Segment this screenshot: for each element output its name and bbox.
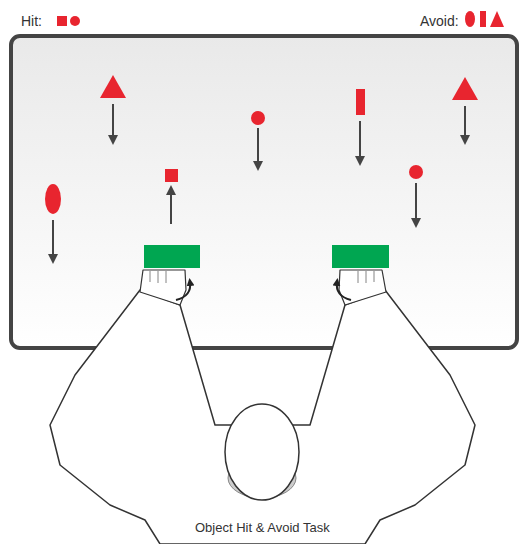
circle-object — [251, 111, 265, 125]
screen-board — [11, 36, 517, 348]
motion-arrows — [53, 104, 465, 259]
legend-label: Hit: — [21, 13, 42, 30]
caption: Object Hit & Avoid Task — [192, 520, 333, 536]
motion-arrow — [52, 220, 54, 259]
objects — [45, 75, 478, 214]
hit-circle-symbol — [70, 16, 80, 26]
triangle-object — [452, 77, 478, 100]
motion-arrow — [415, 183, 417, 223]
avoid-bar-symbol — [480, 11, 486, 27]
motion-arrow — [257, 128, 259, 166]
square-object — [165, 169, 178, 182]
rotation-arrow — [176, 282, 190, 300]
finger-lines — [150, 271, 374, 283]
motion-arrow — [112, 104, 114, 140]
avoid-triangle-symbol — [490, 11, 504, 27]
hit-square-symbol — [57, 16, 67, 26]
circle-object — [409, 165, 423, 179]
motion-arrow — [359, 121, 361, 161]
left-paddle — [144, 245, 200, 268]
triangle-object — [100, 75, 126, 98]
motion-arrow — [170, 190, 172, 224]
ellipse-object — [45, 184, 61, 214]
rotation-arrow — [337, 282, 351, 300]
bar-object — [356, 89, 365, 115]
avoid-ellipse-symbol — [465, 11, 475, 27]
person-body — [50, 290, 475, 544]
person-head — [225, 404, 299, 500]
legend-label: Avoid: — [420, 13, 459, 30]
right-hand — [339, 270, 386, 305]
right-paddle — [332, 245, 389, 268]
motion-arrow — [464, 106, 466, 140]
